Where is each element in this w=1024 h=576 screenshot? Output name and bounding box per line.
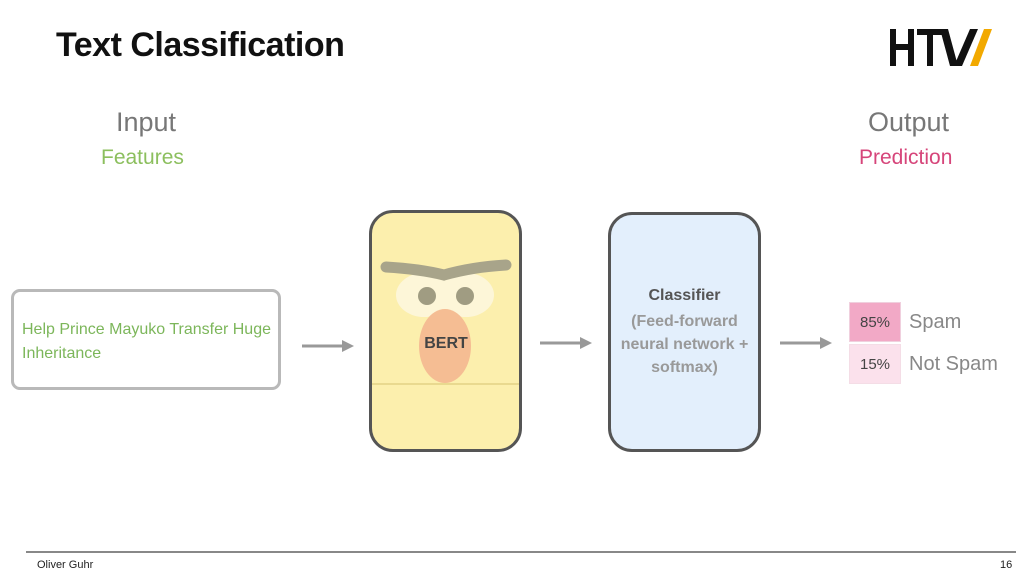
spam-probability: 85%	[849, 302, 901, 342]
bert-label: BERT	[424, 335, 468, 352]
input-text-box	[11, 289, 281, 390]
classifier-block	[608, 212, 761, 452]
htw-logo	[890, 29, 992, 66]
not-spam-label: Not Spam	[909, 353, 998, 375]
prediction-subheading: Prediction	[859, 146, 953, 169]
arrow-classifier-to-output	[780, 333, 832, 353]
classifier-detail: (Feed-forward neural network + softmax)	[620, 313, 749, 376]
output-heading: Output	[868, 107, 950, 137]
features-subheading: Features	[101, 146, 184, 169]
footer-divider	[26, 551, 1016, 553]
bert-block	[369, 210, 522, 452]
classifier-title: Classifier	[648, 287, 721, 304]
bert-face-illustration	[372, 259, 519, 385]
spam-label: Spam	[909, 311, 962, 333]
input-heading: Input	[116, 107, 177, 137]
footer-author: Oliver Guhr	[37, 559, 94, 571]
page-number: 16	[1000, 559, 1013, 571]
input-example-text: Help Prince Mayuko Transfer Huge Inherit…	[22, 321, 271, 362]
arrow-bert-to-classifier	[540, 333, 592, 353]
not-spam-probability: 15%	[849, 344, 901, 384]
slide-title: Text Classification	[56, 26, 345, 64]
arrow-input-to-bert	[302, 336, 354, 356]
